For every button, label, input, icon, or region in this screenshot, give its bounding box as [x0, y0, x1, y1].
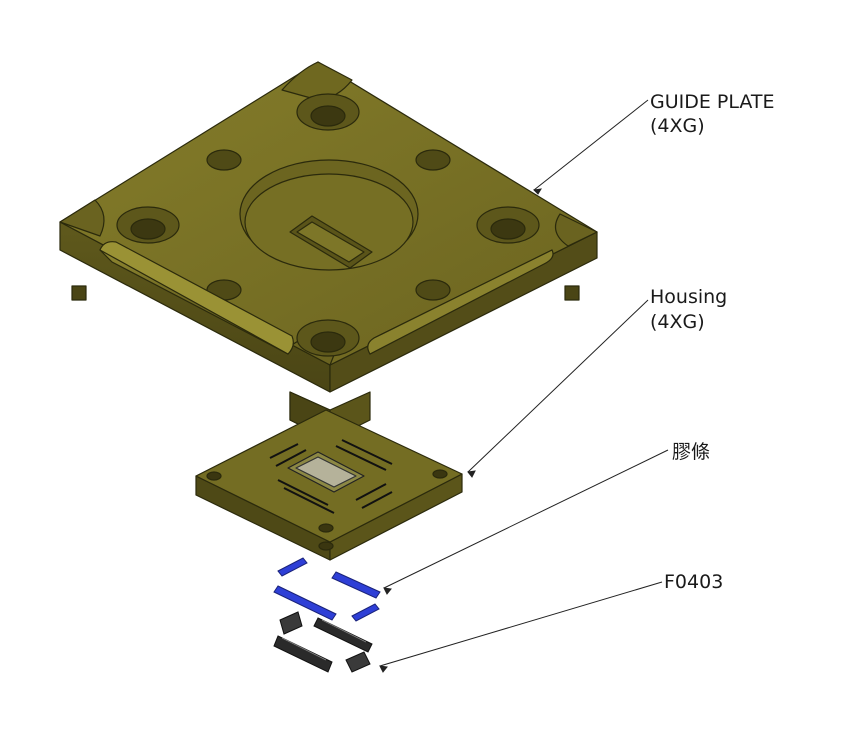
label-strip: 膠條 — [672, 441, 710, 463]
label-housing-line1: Housing — [650, 286, 727, 308]
rubber-strips — [273, 557, 381, 622]
guide-plate — [59, 61, 598, 441]
housing — [195, 409, 463, 561]
contact-slots — [269, 439, 393, 514]
leader-housing — [467, 299, 649, 473]
leader-guide-plate — [533, 99, 649, 191]
leader-strip — [383, 449, 669, 589]
leader-part — [379, 581, 663, 667]
contact-parts — [273, 611, 373, 673]
label-part: F0403 — [664, 571, 723, 593]
label-guide-plate-line2: (4XG) — [650, 115, 705, 137]
label-housing-line2: (4XG) — [650, 311, 705, 333]
counterbore-holes — [116, 93, 540, 357]
label-guide-plate-line1: GUIDE PLATE — [650, 91, 775, 113]
leader-lines — [379, 99, 669, 673]
